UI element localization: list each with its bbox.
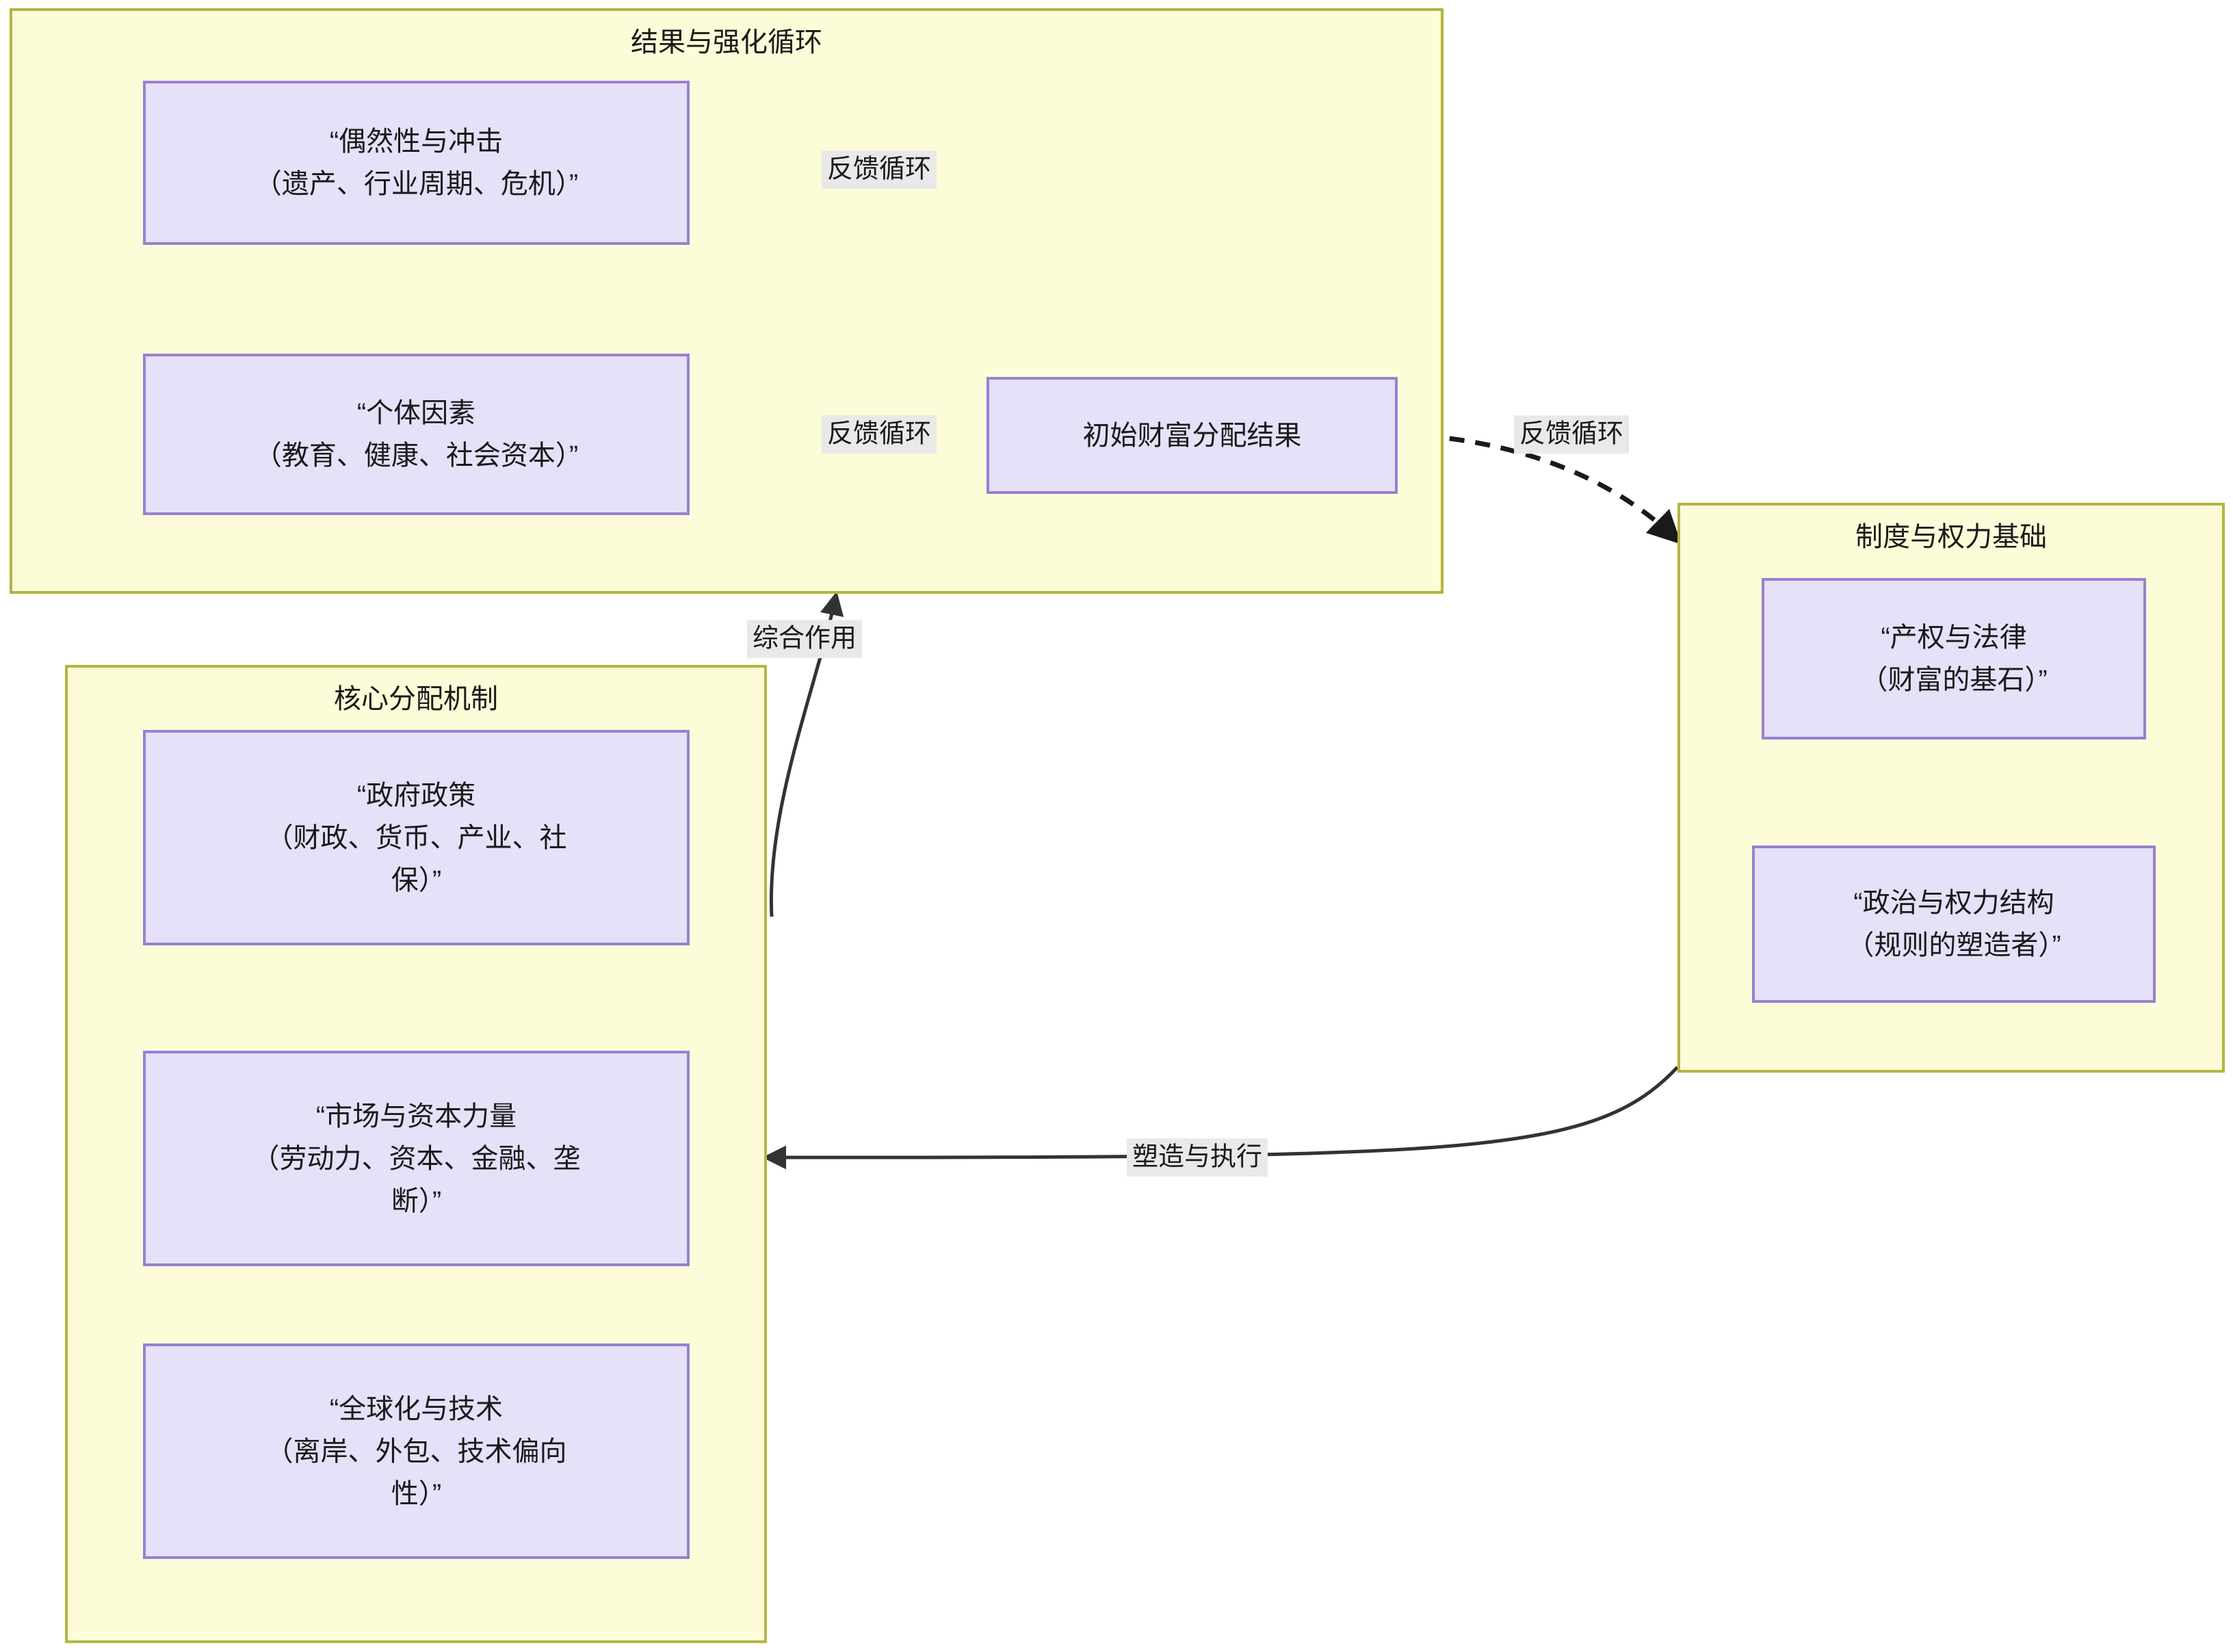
edge-label-individual-to-outcome: 反馈循环 (821, 415, 937, 454)
edge-label-chance-to-outcome: 反馈循环 (821, 150, 937, 189)
node-government-policy[interactable]: “政府政策 （财政、货币、产业、社 保）” (143, 730, 690, 945)
group-outcomes-title: 结果与强化循环 (631, 27, 822, 57)
group-mechanisms-title: 核心分配机制 (334, 684, 498, 714)
edge-label-institutions-to-market: 塑造与执行 (1126, 1138, 1268, 1177)
edge-label-outcome-to-institutions: 反馈循环 (1513, 415, 1630, 454)
node-chance-and-shocks[interactable]: “偶然性与冲击 （遗产、行业周期、危机）” (143, 81, 690, 245)
node-individual-factors[interactable]: “个体因素 （教育、健康、社会资本）” (143, 354, 690, 515)
node-political-power-structure[interactable]: “政治与权力结构 （规则的塑造者）” (1752, 845, 2156, 1003)
node-property-rights-law[interactable]: “产权与法律 （财富的基石）” (1762, 578, 2146, 739)
node-market-capital-power[interactable]: “市场与资本力量 （劳动力、资本、金融、垄 断）” (143, 1051, 690, 1266)
node-globalization-technology[interactable]: “全球化与技术 （离岸、外包、技术偏向 性）” (143, 1343, 690, 1559)
edge-label-mechanisms-to-outcomes: 综合作用 (746, 620, 863, 658)
node-initial-wealth-outcome[interactable]: 初始财富分配结果 (987, 377, 1398, 494)
group-institutions-title: 制度与权力基础 (1855, 522, 2047, 552)
